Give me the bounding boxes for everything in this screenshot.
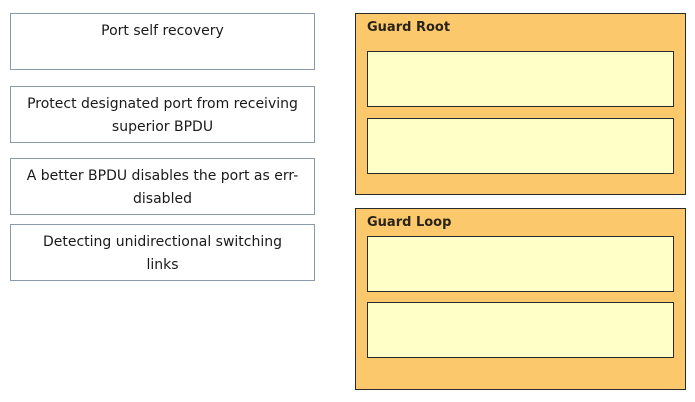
target-guard-root: Guard Root: [355, 13, 686, 195]
option-label: Detecting unidirectional switching links: [42, 234, 283, 273]
option-detect-unidirectional-links[interactable]: Detecting unidirectional switching links: [10, 224, 315, 281]
option-protect-designated-port[interactable]: Protect designated port from receiving s…: [10, 86, 315, 143]
guard-root-slot-1[interactable]: [367, 51, 674, 107]
guard-root-slot-2[interactable]: [367, 118, 674, 174]
target-guard-loop: Guard Loop: [355, 208, 686, 390]
target-title: Guard Loop: [367, 215, 452, 230]
option-port-self-recovery[interactable]: Port self recovery: [10, 13, 315, 70]
option-label: Protect designated port from receiving s…: [27, 96, 298, 135]
option-label: A better BPDU disables the port as err-d…: [26, 168, 299, 207]
guard-loop-slot-2[interactable]: [367, 302, 674, 358]
option-label: Port self recovery: [101, 23, 224, 39]
target-title: Guard Root: [367, 20, 451, 35]
option-better-bpdu-err-disabled[interactable]: A better BPDU disables the port as err-d…: [10, 158, 315, 215]
guard-loop-slot-1[interactable]: [367, 236, 674, 292]
